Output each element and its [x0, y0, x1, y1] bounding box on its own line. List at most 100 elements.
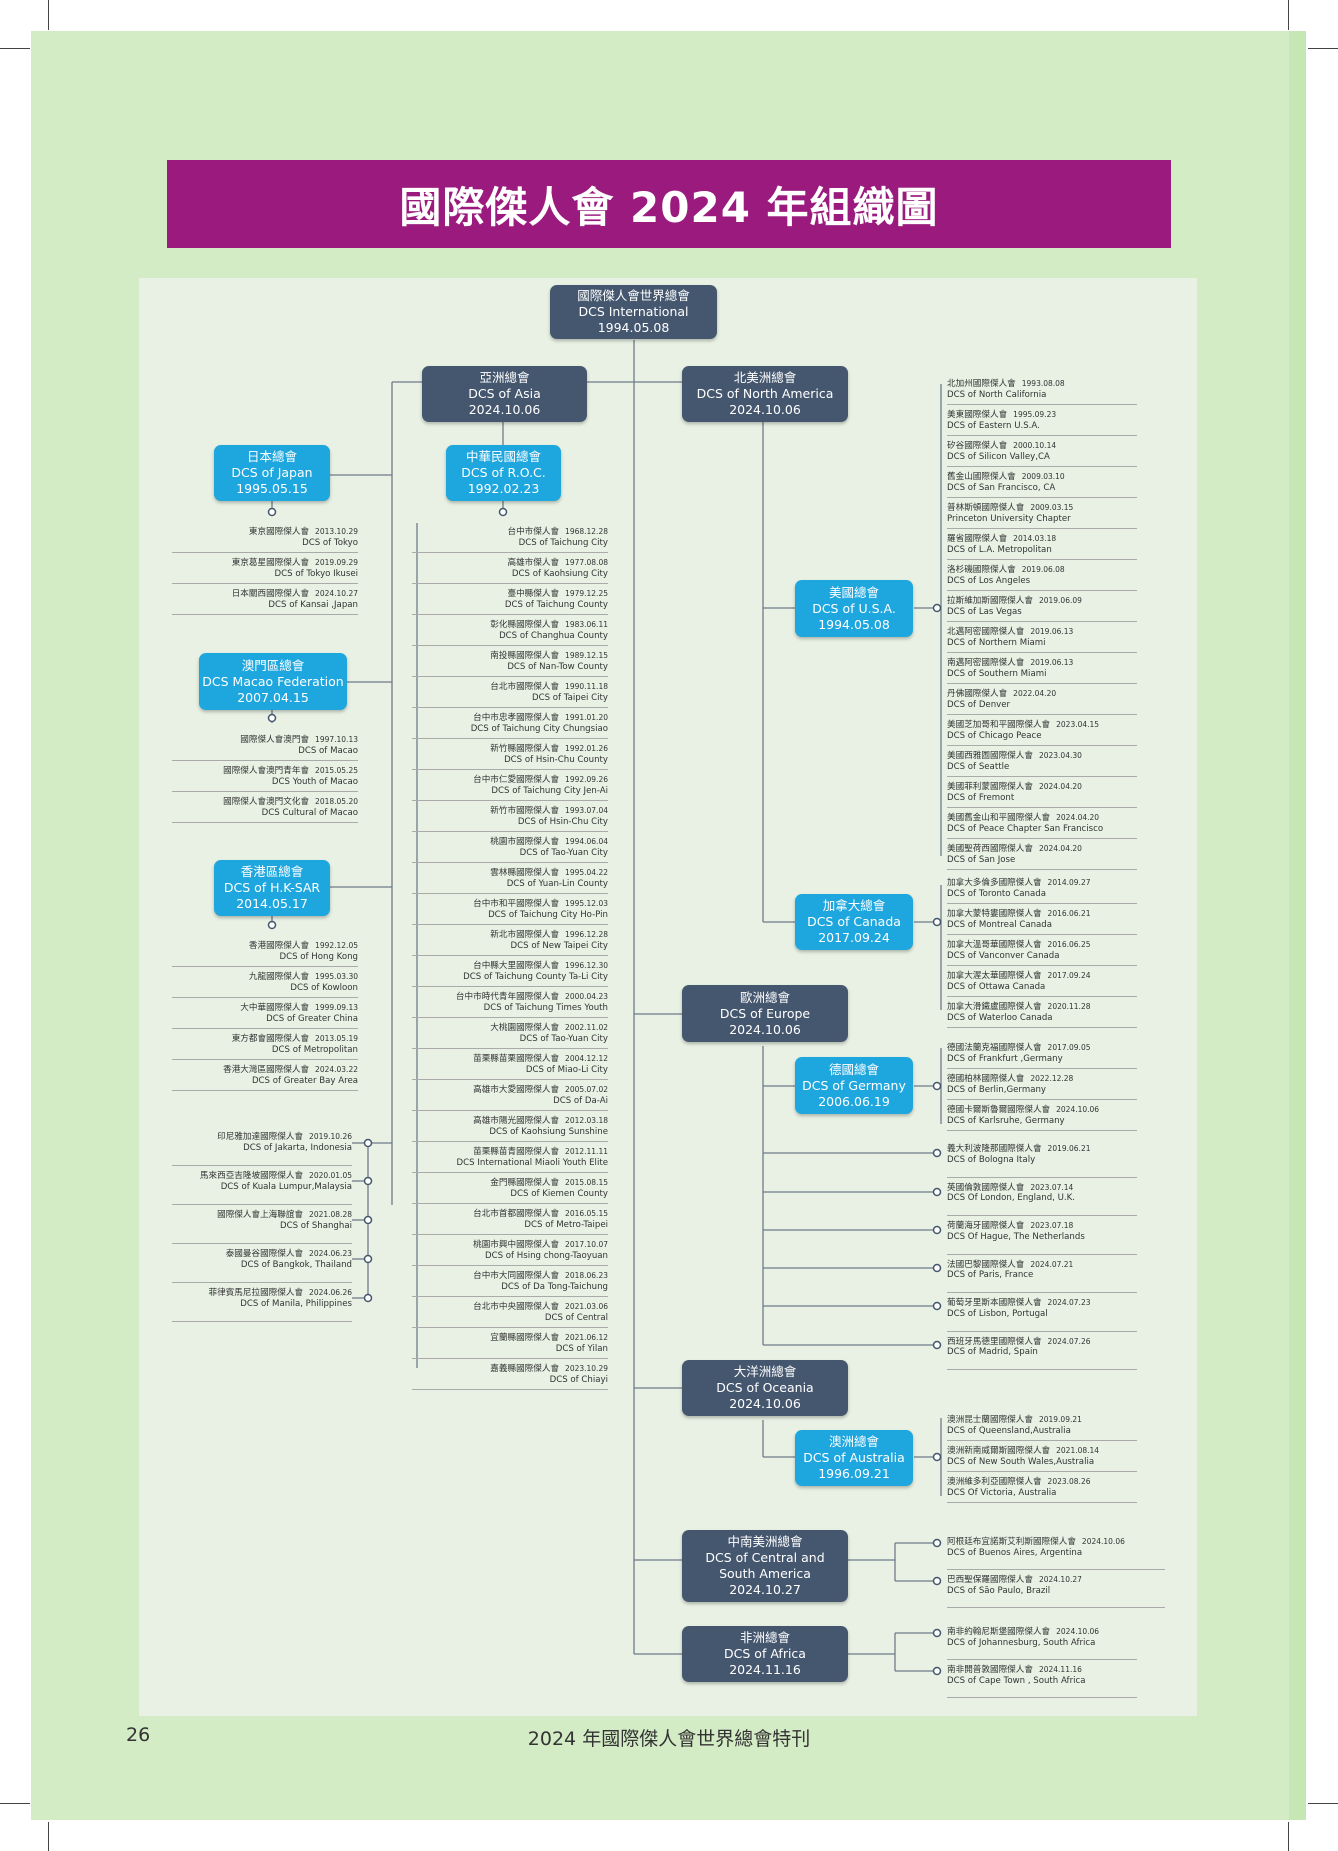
- chapter-date: 2021.08.14: [1056, 1446, 1100, 1455]
- node-en: DCS of Africa: [724, 1646, 806, 1661]
- node-en: DCS of R.O.C.: [461, 465, 546, 480]
- chapter-zh: 馬來西亞吉隆坡國際傑人會: [199, 1171, 304, 1181]
- chapter-zh: 南非約翰尼斯堡國際傑人會: [947, 1627, 1051, 1637]
- chapter-date: 2024.07.26: [1047, 1336, 1091, 1346]
- chapter-date: 2002.11.02: [565, 1023, 608, 1032]
- hongkong-node: 香港區總會 DCS of H.K-SAR 2014.05.17: [214, 860, 330, 916]
- crop-mark: [48, 0, 49, 30]
- chapter-zh: 澳洲新南威爾斯國際傑人會: [947, 1446, 1051, 1456]
- node-en: DCS of H.K-SAR: [223, 880, 321, 895]
- chapter-zh: 宜蘭縣國際傑人會: [490, 1333, 560, 1343]
- chapter-en: DCS of Karlsruhe, Germany: [947, 1115, 1065, 1126]
- chapter-zh: 美國西雅圖國際傑人會: [947, 751, 1033, 761]
- chapter-en: DCS of Greater Bay Area: [251, 1075, 358, 1086]
- node-date: 1994.05.08: [818, 616, 890, 632]
- chapter-en: DCS of Eastern U.S.A.: [947, 420, 1040, 431]
- chapter-zh: 大桃園國際傑人會: [490, 1023, 560, 1033]
- chapter-zh: 義大利波隆那國際傑人會: [947, 1144, 1042, 1154]
- chapter-date: 1996.12.30: [565, 961, 608, 970]
- chapter-date: 1989.12.15: [565, 651, 608, 660]
- chapter-date: 2016.06.25: [1047, 940, 1091, 949]
- chapter-en: DCS of Kowloon: [290, 982, 358, 993]
- page-number: 26: [126, 1724, 151, 1746]
- chapter-en: DCS of Taichung City Ho-Pin: [488, 909, 608, 920]
- node-zh: 中南美洲總會: [727, 1534, 803, 1549]
- chapter-date: 2005.07.02: [565, 1085, 608, 1094]
- chapter-en: DCS Of London, England, U.K.: [947, 1193, 1076, 1203]
- chapter-date: 2004.12.12: [565, 1054, 608, 1063]
- chapter-date: 2019.10.26: [309, 1132, 352, 1141]
- chapter-date: 2017.09.24: [1047, 971, 1091, 980]
- chapter-date: 2009.03.10: [1021, 472, 1065, 481]
- chapter-zh: 菲律賓馬尼拉國際傑人會: [208, 1288, 304, 1298]
- chapter-date: 2024.07.23: [1047, 1298, 1091, 1307]
- chapter-date: 1993.07.04: [565, 806, 608, 815]
- node-date: 2024.10.06: [468, 402, 541, 417]
- chapter-zh: 台中市仁愛國際傑人會: [473, 775, 560, 785]
- chapter-zh: 澳洲維多利亞國際傑人會: [947, 1477, 1042, 1487]
- chapter-date: 2015.08.15: [565, 1178, 608, 1187]
- chapter-en: DCS of Fremont: [947, 792, 1015, 803]
- chapter-date: 1995.03.30: [315, 972, 358, 981]
- chapter-zh: 國際傑人會澳門青年會: [223, 766, 310, 776]
- node-date: 2024.10.27: [729, 1582, 801, 1597]
- crop-mark: [1288, 1822, 1289, 1851]
- chapter-date: 2017.09.05: [1047, 1043, 1091, 1052]
- chapter-zh: 國際傑人會澳門會: [240, 735, 310, 745]
- chapter-en: DCS of Kuala Lumpur,Malaysia: [220, 1181, 352, 1192]
- chapter-date: 2024.03.22: [315, 1065, 358, 1074]
- node-zh: 日本總會: [246, 449, 297, 464]
- node-zh: 美國總會: [828, 584, 879, 600]
- chapter-date: 1968.12.28: [565, 527, 608, 536]
- chapter-date: 2013.05.19: [315, 1034, 358, 1043]
- chapter-zh: 加拿大多倫多國際傑人會: [947, 878, 1042, 888]
- chapter-en: DCS of San Francisco, CA: [947, 482, 1056, 493]
- node-date: 2006.06.19: [818, 1093, 890, 1109]
